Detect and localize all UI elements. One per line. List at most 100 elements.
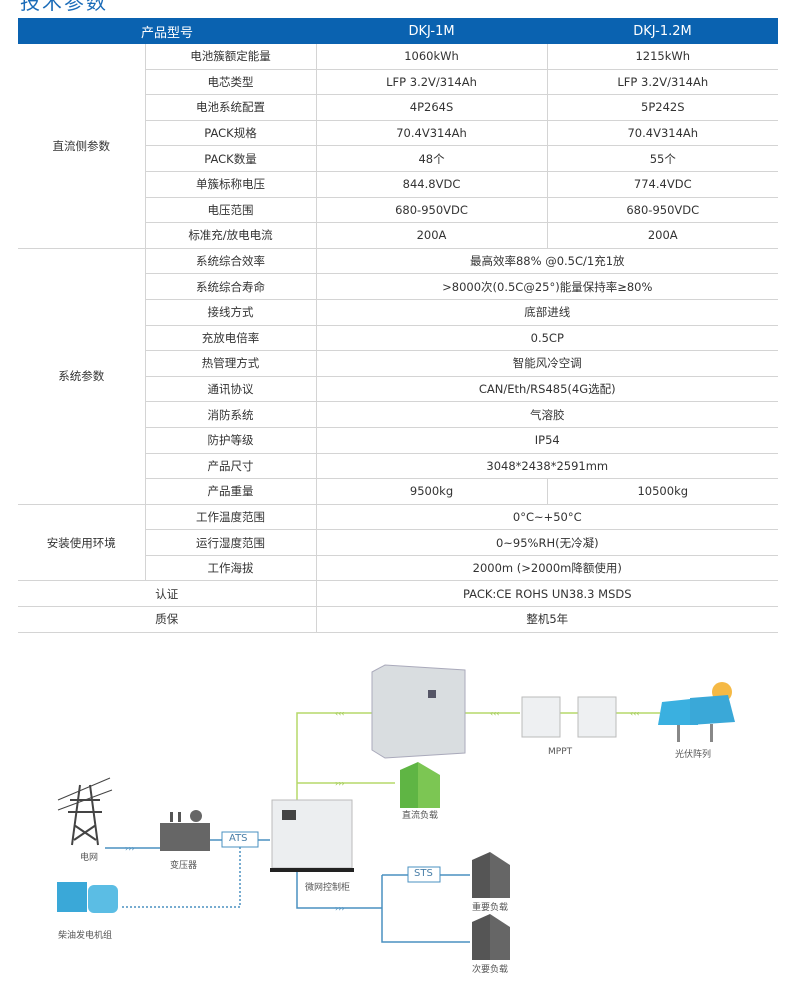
table-row: 消防系统气溶胶 [18, 401, 779, 428]
important-load-icon [472, 852, 510, 898]
solar-panel-icon [658, 682, 735, 742]
dc-arrows: ‹‹‹ ››› ‹‹‹ ‹‹‹ [335, 709, 640, 788]
param-value: 0.5CP [315, 325, 779, 352]
container-icon [371, 664, 466, 759]
param-name: 电池系统配置 [144, 94, 317, 121]
param-value: 0°C~+50°C [315, 504, 779, 531]
header-dkj-1m: DKJ-1M [316, 18, 548, 44]
svg-text:‹‹‹: ‹‹‹ [490, 709, 500, 718]
mppt-icon [521, 696, 617, 738]
param-name: 接线方式 [144, 299, 317, 326]
cabinet-icon [270, 799, 354, 872]
param-value: 底部进线 [315, 299, 779, 326]
param-value: 气溶胶 [315, 401, 779, 428]
param-name: 认证 [18, 580, 317, 608]
ac-lines [105, 839, 470, 943]
label-cabinet: 微网控制柜 [305, 883, 351, 893]
param-name: 热管理方式 [144, 350, 317, 377]
table-row: 质保整机5年 [18, 606, 779, 633]
category-cell: 安装使用环境 [18, 504, 145, 582]
param-name: 防护等级 [144, 427, 317, 454]
param-value: >8000次(0.5C@25°)能量保持率≥80% [315, 273, 779, 300]
param-value-dkj-1m: 844.8VDC [315, 171, 548, 198]
param-name: 标准充/放电电流 [144, 222, 317, 249]
param-name: PACK规格 [144, 120, 317, 147]
param-name: 系统综合效率 [144, 248, 317, 275]
header-model: 产品型号 [18, 18, 317, 44]
param-value: CAN/Eth/RS485(4G选配) [315, 376, 779, 403]
transformer-icon [160, 810, 210, 851]
diagram-svg: ‹‹‹ ››› ‹‹‹ ‹‹‹ ››› ››› [57, 664, 735, 960]
param-value-dkj-1-2m: 55个 [546, 145, 779, 172]
table-row: 系统参数系统综合效率最高效率88% @0.5C/1充1放 [18, 248, 779, 505]
param-value-dkj-1m: 9500kg [315, 478, 548, 505]
svg-text:‹‹‹: ‹‹‹ [630, 709, 640, 718]
param-name: 电池簇额定能量 [144, 44, 317, 70]
secondary-load-icon [472, 914, 510, 960]
param-value-dkj-1-2m: 70.4V314Ah [546, 120, 779, 147]
param-value: 2000m (>2000m降额使用) [315, 555, 779, 582]
svg-text:›››: ››› [335, 904, 345, 913]
ats-box [221, 831, 259, 848]
power-tower-icon [57, 777, 113, 846]
param-value-dkj-1m: 4P264S [315, 94, 548, 121]
label-important-load: 重要负载 [472, 903, 509, 913]
svg-text:‹‹‹: ‹‹‹ [335, 709, 345, 718]
label-transformer: 变压器 [170, 861, 198, 871]
param-value-dkj-1-2m: 200A [546, 222, 779, 249]
param-value: 0~95%RH(无冷凝) [315, 529, 779, 556]
system-diagram: ‹‹‹›››‹‹‹‹‹‹ ›››››› 电网 变压器 ATS 柴油发电机组 微网… [0, 640, 800, 980]
param-value: PACK:CE ROHS UN38.3 MSDS [315, 580, 779, 608]
sts-box [407, 866, 441, 883]
label-grid: 电网 [80, 853, 99, 863]
dc-load-icon [400, 762, 440, 808]
category-cell: 系统参数 [18, 248, 145, 505]
param-value-dkj-1m: 200A [315, 222, 548, 249]
param-value-dkj-1m: 48个 [315, 145, 548, 172]
table-row: 接线方式底部进线 [18, 299, 779, 326]
param-value-dkj-1-2m: 5P242S [546, 94, 779, 121]
param-value: 整机5年 [315, 606, 779, 633]
param-value-dkj-1m: 70.4V314Ah [315, 120, 548, 147]
category-cell: 直流侧参数 [18, 44, 145, 249]
label-pv: 光伏阵列 [675, 750, 712, 760]
param-value-dkj-1-2m: 774.4VDC [546, 171, 779, 198]
table-row: 系统综合寿命>8000次(0.5C@25°)能量保持率≥80% [18, 273, 779, 300]
param-name: 产品尺寸 [144, 453, 317, 480]
param-name: PACK数量 [144, 145, 317, 172]
param-value-dkj-1-2m: LFP 3.2V/314Ah [546, 69, 779, 96]
label-ats: ATS [229, 833, 248, 844]
param-value-dkj-1-2m: 680-950VDC [546, 197, 779, 224]
svg-text:›››: ››› [335, 779, 345, 788]
param-name: 电芯类型 [144, 69, 317, 96]
label-secondary-load: 次要负载 [472, 965, 509, 975]
param-value: 智能风冷空调 [315, 350, 779, 377]
param-value: 最高效率88% @0.5C/1充1放 [315, 248, 779, 275]
param-name: 通讯协议 [144, 376, 317, 403]
label-sts: STS [414, 868, 433, 879]
svg-text:›››: ››› [125, 844, 135, 853]
generator-icon [57, 882, 118, 913]
section-title: 技术参数 [20, 0, 108, 14]
param-name: 电压范围 [144, 197, 317, 224]
param-value: 3048*2438*2591mm [315, 453, 779, 480]
param-name: 产品重量 [144, 478, 317, 505]
param-name: 系统综合寿命 [144, 273, 317, 300]
param-value-dkj-1-2m: 1215kWh [546, 44, 779, 70]
